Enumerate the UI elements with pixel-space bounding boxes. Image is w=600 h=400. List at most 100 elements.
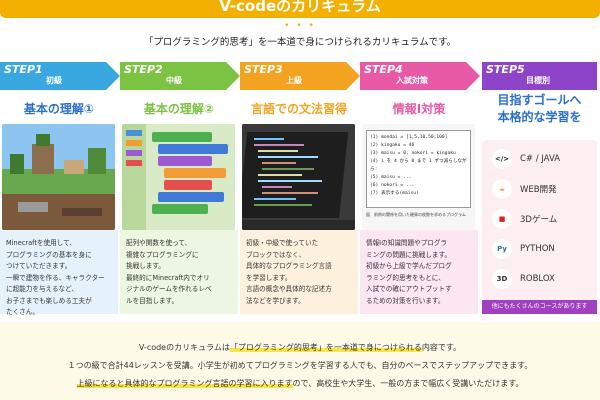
minecraft-screenshot <box>2 124 115 230</box>
java-icon: ☕ <box>492 179 512 199</box>
summary-line-1: V-codeのカリキュラムは「プログラミング的思考」を一本道で身につけられる内容… <box>0 342 600 353</box>
step-column-3: STEP3 上級 言語での文法習得 初級・中 <box>240 62 360 314</box>
step-column-4: STEP4 入試対策 情報Ⅰ対策 (1) mondai = [1,5,10,50… <box>360 62 480 314</box>
desc-line: 言語の概念や具体的な記述方 <box>246 285 332 293</box>
section-title: 言語での文法習得 <box>250 102 347 116</box>
step-label: STEP4 <box>364 63 403 76</box>
desc-line: Minecraftを使用して、 <box>6 239 76 247</box>
page-subtitle: 「プログラミング的思考」を一本道で身につけられるカリキュラムです。 <box>143 37 457 48</box>
code-line: (6) nokori = ... <box>370 183 415 188</box>
desc-line: ブロックではなく、 <box>246 250 306 259</box>
curriculum-steps: STEP1 初級 基本の理解① Minecraftを使用して、 プログラミングの… <box>0 62 600 316</box>
step-column-2: STEP2 中級 基本の理解② 配列や関数を使って、 複雑なプログラ <box>120 62 240 314</box>
step-label: STEP3 <box>244 63 283 76</box>
section-title: 基本の理解② <box>143 102 215 116</box>
step-label: STEP5 <box>486 63 525 76</box>
code-line: (7) 表示する(maisu) <box>370 191 419 196</box>
desc-line: 入試での確にアウトプットす <box>366 285 452 293</box>
goal-item-label: WEB開発 <box>520 185 557 195</box>
desc-line: を学習します。 <box>246 273 292 282</box>
code-editor-screenshot <box>242 124 355 230</box>
step-column-5: STEP5 目標別 目指すゴールへ 本格的な学習を </> C# / JAVA … <box>482 62 597 314</box>
desc-line: 一瞬で建物を作る、キャラクター <box>6 273 105 282</box>
desc-line: るための対策を行います。 <box>366 296 445 305</box>
roblox-icon: ■ <box>492 209 512 229</box>
summary-text: V-codeのカリキュラムは <box>138 343 230 352</box>
goal-item-label: C# / JAVA <box>520 154 561 164</box>
goal-item-label: PYTHON <box>520 244 555 254</box>
desc-line: 法などを学びます。 <box>246 296 305 305</box>
3d-icon: 3D <box>492 269 512 289</box>
desc-line: 挑戦します。 <box>126 262 165 270</box>
desc-line: 最終的にMinecraft内でオリ <box>126 273 210 282</box>
goal-item-label: 3Dゲーム <box>520 215 558 225</box>
desc-line: たくさん。 <box>6 308 39 316</box>
step-description: Minecraftを使用して、 プログラミングの基本を身に つけていただきます。… <box>0 230 118 316</box>
level-label: 中級 <box>166 76 182 85</box>
block-code-screenshot <box>122 124 235 230</box>
goal-title-line: 本格的な学習を <box>497 110 582 124</box>
code-icon: </> <box>492 149 512 169</box>
summary-highlight: 「プログラミング的思考」を一本道で身につけられる <box>229 343 422 352</box>
desc-line: 情報Ⅰの知識問題やプログラ <box>366 239 448 247</box>
more-courses-note: 他にもたくさんのコースがあります <box>482 300 597 314</box>
step-arrow-5 <box>482 62 597 90</box>
desc-line: 配列や関数を使って、 <box>126 239 192 247</box>
exam-problem-screenshot: (1) mondai = [1,5,10,50,100] (2) kingaku… <box>362 124 475 230</box>
desc-line: ジナルのゲームを作れるレベ <box>126 285 212 293</box>
code-box: (1) mondai = [1,5,10,50,100] (2) kingaku… <box>366 130 471 208</box>
goal-item-python[interactable]: Py PYTHON <box>492 238 555 260</box>
desc-line: ルを目指します。 <box>126 296 179 305</box>
section-title: 基本の理解① <box>23 102 95 116</box>
step-arrow-4 <box>360 62 480 90</box>
step-description: 情報Ⅰの知識問題やプログラ ミングの問題に挑戦します。 初級から上級で学んだプロ… <box>360 230 478 314</box>
step-arrow-2 <box>120 62 240 90</box>
summary-highlight: 上級になると具体的なプログラミング言語の学習に入ります <box>76 379 293 388</box>
code-line: (1) mondai = [1,5,10,50,100] <box>370 135 448 140</box>
step-arrow-3 <box>240 62 360 90</box>
goal-title: 目指すゴールへ 本格的な学習を <box>482 92 597 126</box>
summary-section: V-codeのカリキュラムは「プログラミング的思考」を一本道で身につけられる内容… <box>0 322 600 400</box>
figure-caption: 図 前例の関係を用いた硬貨の枚数を求めるプログラム <box>366 212 466 217</box>
goal-item-roblox[interactable]: 3D ROBLOX <box>492 268 555 290</box>
desc-line: ラミング的思考をもとに、 <box>366 273 445 282</box>
level-label: 入試対策 <box>396 76 428 85</box>
goal-item-3d-game[interactable]: ■ 3Dゲーム <box>492 208 557 230</box>
summary-line-2: １つの級で合計44レッスンを受講。小学生が初めてプログラミングを学習する人でも、… <box>67 361 533 370</box>
header-banner <box>0 0 600 18</box>
section-title: 情報Ⅰ対策 <box>392 102 446 116</box>
goal-item-label: ROBLOX <box>520 274 555 284</box>
desc-line: 具体的なプログラミング言語 <box>246 262 332 270</box>
desc-line: 初級から上級で学んだプログ <box>366 262 452 270</box>
goal-item-web[interactable]: ☕ WEB開発 <box>492 178 557 200</box>
level-label: 目標別 <box>526 76 550 85</box>
page-title: V-codeのカリキュラム <box>219 0 381 15</box>
goal-title-line: 目指すゴールへ <box>497 93 582 107</box>
step-column-1: STEP1 初級 基本の理解① Minecraftを使用して、 プログラミングの… <box>0 62 120 316</box>
summary-text: 内容です。 <box>421 343 462 352</box>
python-icon: Py <box>492 239 512 259</box>
step-description: 初級・中級で使っていた ブロックではなく、 具体的なプログラミング言語 を学習し… <box>240 230 358 314</box>
desc-line: つけていただきます。 <box>6 262 72 270</box>
step-label: STEP2 <box>124 63 163 76</box>
summary-text: ので、高校生や大学生、一般の方まで幅広く受講いただけます。 <box>292 379 524 388</box>
code-line: (4) i を 4 から 0 まで 1 ずつ減らしながら: <box>370 159 467 172</box>
code-line: (2) kingaku = 46 <box>370 143 415 148</box>
step-description: 配列や関数を使って、 複雑なプログラミングに 挑戦します。 最終的にMinecr… <box>120 230 238 314</box>
title-dots: • • • <box>284 21 316 31</box>
level-label: 初級 <box>46 76 62 85</box>
desc-line: ミングの問題に挑戦します。 <box>366 250 452 259</box>
desc-line: 初級・中級で使っていた <box>246 239 319 247</box>
code-line: (5) maisu = ... <box>370 175 412 180</box>
step-label: STEP1 <box>4 63 43 76</box>
step-arrow-1 <box>0 62 120 90</box>
summary-line-3: 上級になると具体的なプログラミング言語の学習に入りますので、高校生や大学生、一般… <box>0 378 600 389</box>
desc-line: 複雑なプログラミングに <box>126 250 199 259</box>
goal-course-list: </> C# / JAVA ☕ WEB開発 ■ 3Dゲーム Py PYTHON … <box>482 140 597 300</box>
level-label: 上級 <box>286 76 302 85</box>
desc-line: お子さまでも楽しめる工夫が <box>6 296 92 305</box>
code-line: (3) maisu = 0, nokori = kingaku <box>370 151 456 156</box>
goal-item-csharp-java[interactable]: </> C# / JAVA <box>492 148 560 170</box>
page-header: V-codeのカリキュラム • • • 「プログラミング的思考」を一本道で身につ… <box>0 0 600 48</box>
desc-line: プログラミングの基本を身に <box>6 250 92 259</box>
